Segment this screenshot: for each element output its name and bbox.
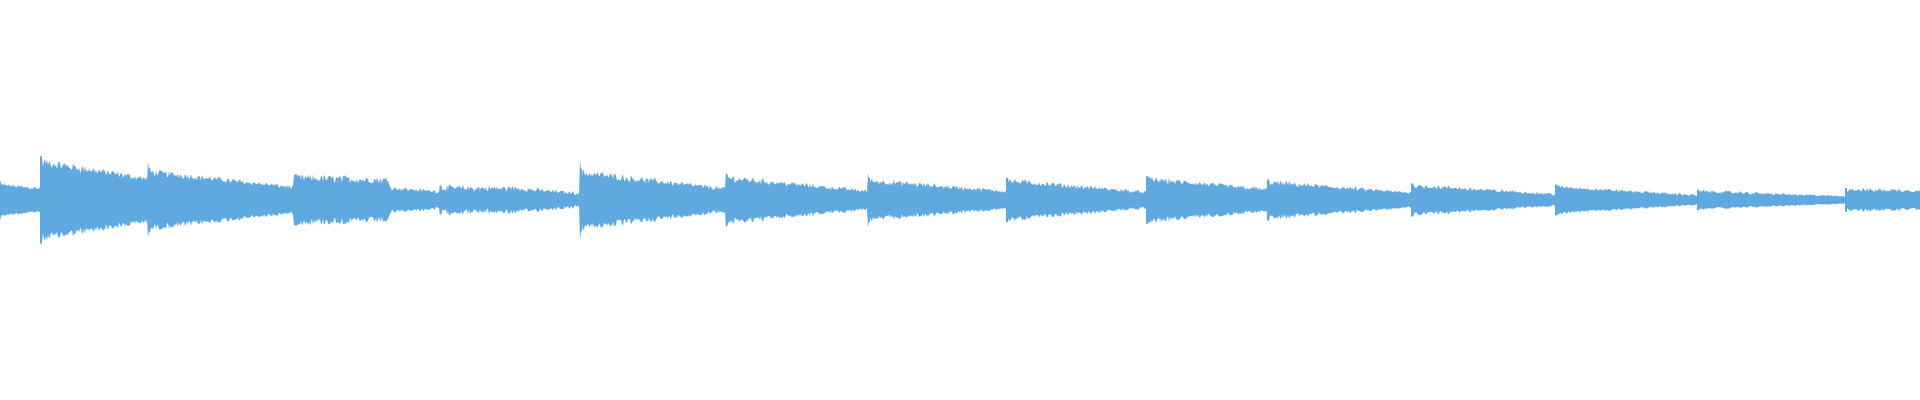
waveform-onset-10 (1411, 183, 1413, 217)
waveform-onset-12 (1697, 189, 1699, 211)
waveform-onset-11 (1555, 184, 1557, 216)
waveform-onset-13 (1845, 188, 1847, 212)
waveform-onset-3 (440, 186, 442, 214)
waveform-onset-1 (148, 167, 150, 233)
waveform-envelope (0, 158, 1920, 242)
waveform-onset-9 (1267, 179, 1269, 221)
waveform-onset-6 (868, 177, 870, 223)
waveform-onset-5 (726, 174, 728, 226)
waveform-onset-8 (1146, 176, 1148, 224)
waveform-onset-0 (40, 156, 42, 244)
waveform-onset-7 (1006, 177, 1008, 223)
waveform-onset-2 (294, 174, 296, 226)
waveform-onset-4 (580, 168, 582, 232)
